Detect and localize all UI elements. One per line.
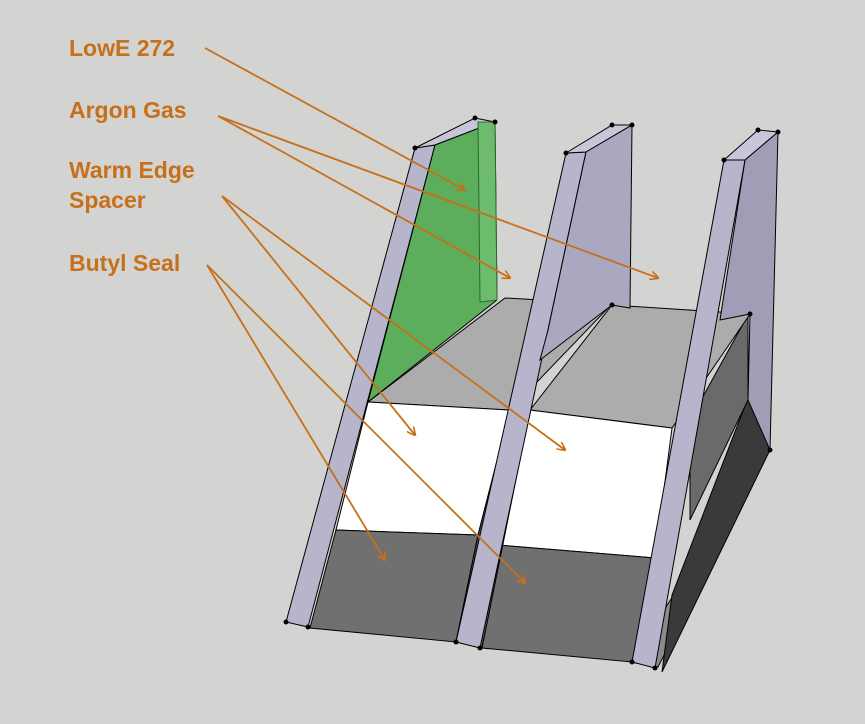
- butyl-face-left: [309, 529, 479, 643]
- lowe-edge: [477, 121, 498, 303]
- label-warm-edge: Warm Edge: [69, 157, 195, 183]
- callout-arrows: [204, 47, 658, 583]
- label-argon-gas: Argon Gas: [69, 97, 187, 123]
- igu-model: [283, 115, 781, 673]
- arrow-butyl-1: [206, 264, 385, 560]
- model-vertices: [283, 115, 781, 671]
- arrow-argon-1: [217, 115, 510, 278]
- arrow-butyl-2: [206, 264, 525, 583]
- butyl-face-right: [481, 544, 656, 663]
- label-butyl-seal: Butyl Seal: [69, 250, 181, 276]
- arrow-spacer-1: [221, 195, 415, 435]
- arrow-lowe: [204, 47, 465, 190]
- arrow-argon-2: [217, 115, 658, 278]
- label-spacer: Spacer: [69, 187, 146, 213]
- label-lowe-272: LowE 272: [69, 35, 176, 61]
- arrow-spacer-2: [221, 195, 565, 450]
